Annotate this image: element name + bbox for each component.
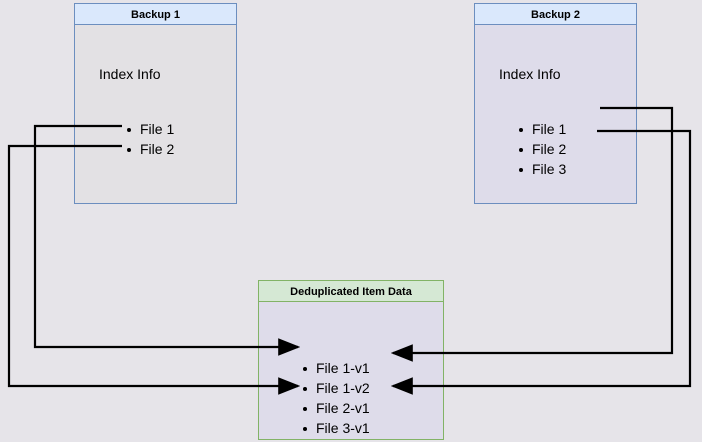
list-item: File 1-v2 <box>301 378 370 398</box>
list-item: File 3 <box>517 159 566 179</box>
list-item: File 1 <box>125 119 174 139</box>
dedup-file-list: File 1-v1 File 1-v2 File 2-v1 File 3-v1 <box>301 358 370 438</box>
backup2-subtitle: Index Info <box>499 66 561 82</box>
backup2-title: Backup 2 <box>475 4 636 25</box>
list-item: File 1-v1 <box>301 358 370 378</box>
backup1-file-list: File 1 File 2 <box>125 119 174 159</box>
backup1-title: Backup 1 <box>75 4 236 25</box>
node-backup2[interactable]: Backup 2 Index Info File 1 File 2 File 3 <box>474 3 637 204</box>
backup2-body: Index Info File 1 File 2 File 3 <box>475 25 636 203</box>
backup1-subtitle: Index Info <box>99 66 161 82</box>
dedup-body: File 1-v1 File 1-v2 File 2-v1 File 3-v1 <box>259 302 443 439</box>
list-item: File 2 <box>517 139 566 159</box>
node-backup1[interactable]: Backup 1 Index Info File 1 File 2 <box>74 3 237 204</box>
backup2-file-list: File 1 File 2 File 3 <box>517 119 566 179</box>
backup1-body: Index Info File 1 File 2 <box>75 25 236 203</box>
list-item: File 2-v1 <box>301 398 370 418</box>
list-item: File 3-v1 <box>301 418 370 438</box>
dedup-title: Deduplicated Item Data <box>259 281 443 302</box>
list-item: File 1 <box>517 119 566 139</box>
list-item: File 2 <box>125 139 174 159</box>
node-deduplicated-item-data[interactable]: Deduplicated Item Data File 1-v1 File 1-… <box>258 280 444 440</box>
